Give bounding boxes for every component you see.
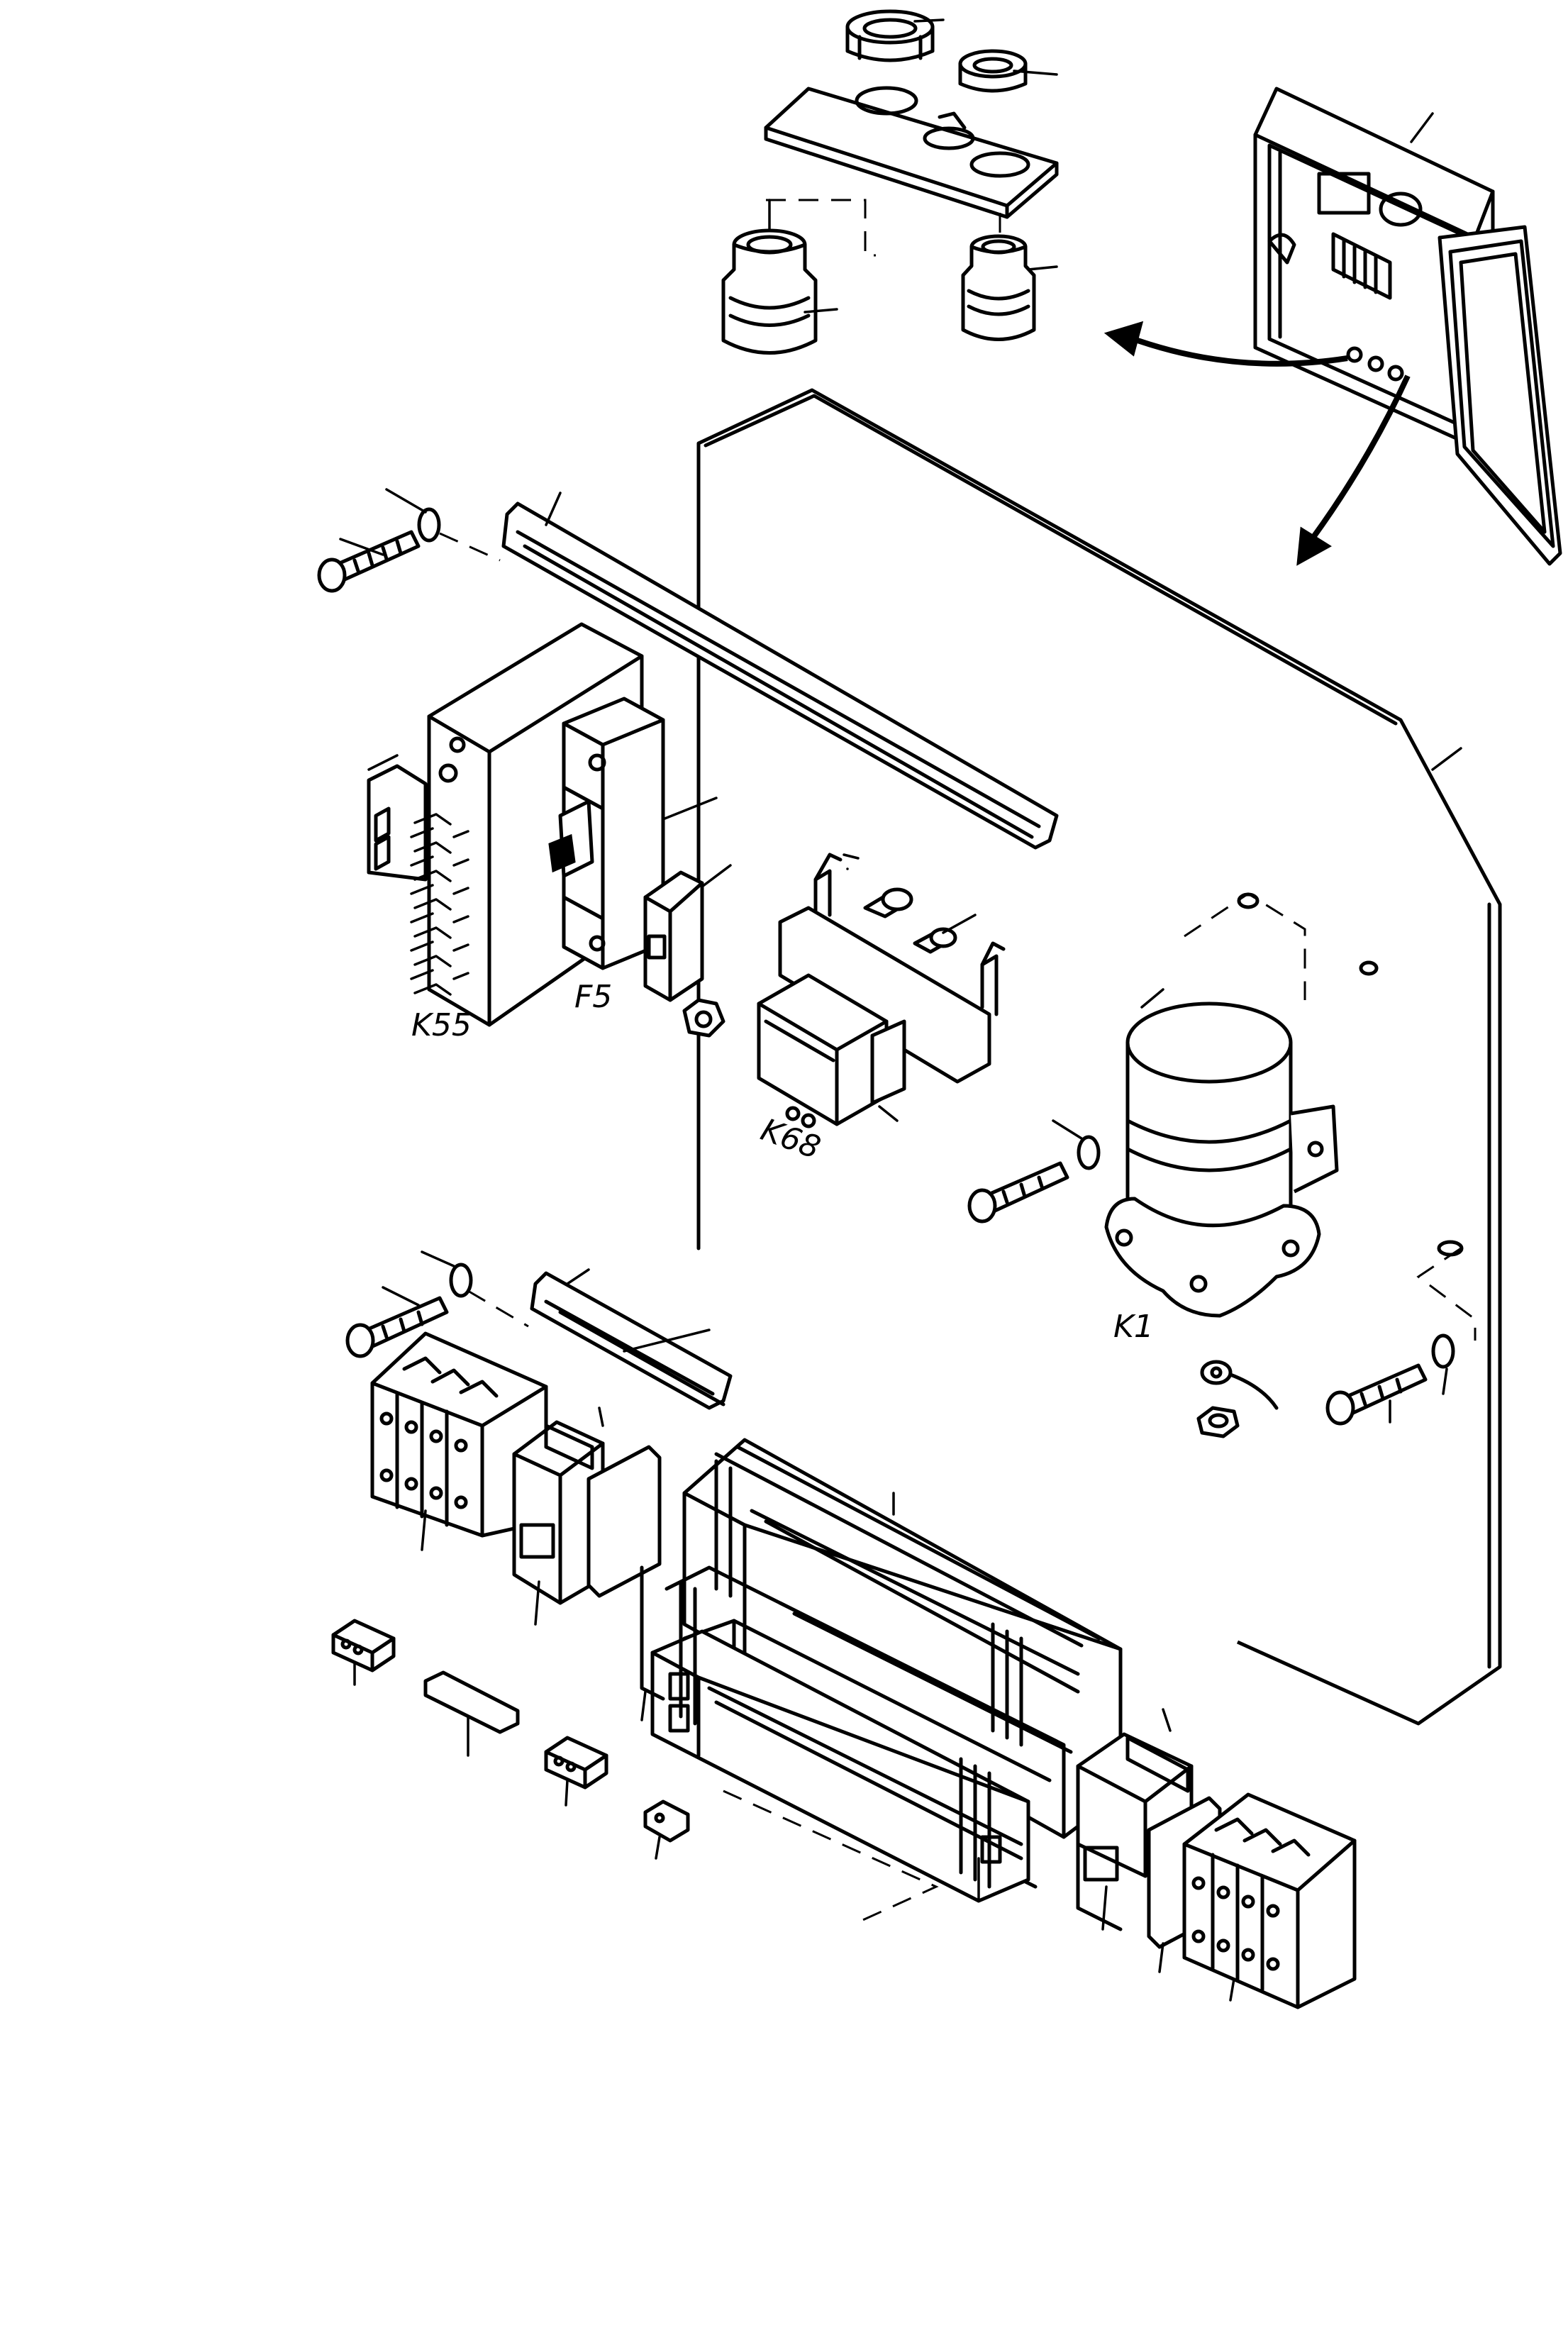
jumper-bridge-2pin bbox=[643, 1799, 690, 1860]
cable-gland-body-large bbox=[721, 199, 818, 355]
circuit-breaker-f5 bbox=[548, 697, 718, 970]
washer-upper-left bbox=[385, 488, 441, 543]
arrow-to-glands bbox=[1103, 321, 1348, 367]
label-f5: F5 bbox=[574, 979, 612, 1015]
contactor-k1 bbox=[1104, 988, 1339, 1318]
cable-gland-body-small bbox=[961, 234, 1036, 341]
mounting-bracket-k68 bbox=[778, 853, 1006, 1084]
cable-gland-nut-large bbox=[845, 9, 935, 62]
auxiliary-contact bbox=[643, 864, 732, 1002]
gland-plate bbox=[764, 86, 1059, 219]
k55-terminal-pins bbox=[410, 813, 469, 996]
jumper-bridge-3pin-a bbox=[331, 1619, 396, 1686]
screw-right bbox=[1325, 1333, 1455, 1426]
terminal-strip-lower bbox=[650, 1629, 1030, 1903]
cable-gland-nut-small bbox=[958, 49, 1028, 93]
screws-k68 bbox=[846, 867, 977, 954]
end-plate-left bbox=[586, 1445, 662, 1598]
screw-lower-left bbox=[345, 1250, 473, 1358]
hex-nut-center bbox=[682, 998, 725, 1038]
enclosure-door bbox=[1438, 225, 1562, 566]
jumper-bridge-3pin-b bbox=[544, 1736, 608, 1807]
leader-lines-glands bbox=[804, 18, 1058, 314]
terminal-group-right bbox=[1182, 1792, 1357, 2009]
din-rail-upper bbox=[501, 492, 1059, 850]
din-rail-lower bbox=[530, 1268, 733, 1410]
arrow-to-panel bbox=[1296, 375, 1411, 566]
terminal-separators bbox=[679, 1459, 1023, 1889]
relay-k68 bbox=[757, 973, 906, 1128]
label-k55: K55 bbox=[411, 1007, 472, 1043]
label-k1: K1 bbox=[1113, 1309, 1154, 1345]
ring-terminal-k1 bbox=[1196, 1360, 1279, 1438]
terminal-group-left bbox=[370, 1331, 548, 1551]
screw-k1-left bbox=[967, 1119, 1101, 1224]
screw-upper-left bbox=[317, 530, 421, 593]
jumper-bar-long bbox=[423, 1670, 520, 1757]
